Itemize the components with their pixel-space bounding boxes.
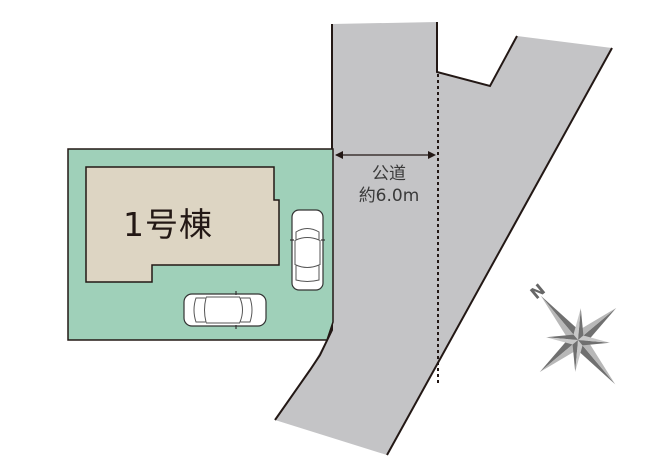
road-type-label: 公道 bbox=[372, 164, 406, 184]
building-1 bbox=[85, 166, 280, 283]
car-icon-vertical bbox=[290, 209, 325, 291]
public-road bbox=[274, 22, 613, 456]
road-width-arrow bbox=[335, 151, 436, 159]
road-label: 公道 約6.0m bbox=[340, 163, 438, 207]
road-width-label: 約6.0m bbox=[358, 186, 420, 206]
building-label: 1号棟 bbox=[123, 205, 213, 244]
compass-rose-icon bbox=[539, 295, 617, 385]
car-icon-horizontal bbox=[183, 291, 267, 329]
